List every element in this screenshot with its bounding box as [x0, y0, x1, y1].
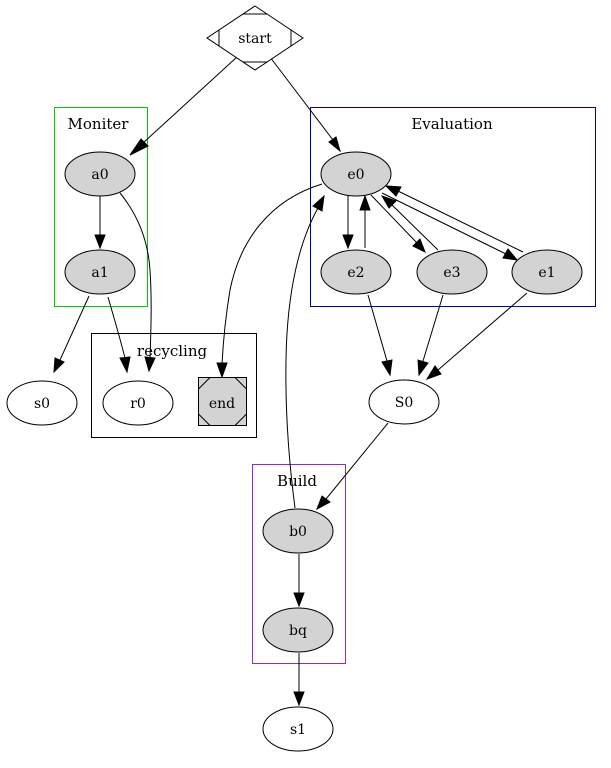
edge-b0-bq	[293, 554, 305, 608]
node-a0[interactable]: a0	[64, 151, 136, 197]
node-r0[interactable]: r0	[102, 380, 174, 426]
edge-e2-e0	[359, 194, 371, 248]
node-start[interactable]: start	[206, 5, 304, 71]
cluster-moniter-border	[54, 107, 148, 307]
edge-e0-e2	[342, 196, 354, 250]
node-end-label: end	[209, 396, 235, 412]
cluster-moniter: Moniter	[54, 107, 148, 307]
node-bq-label: bq	[289, 623, 307, 639]
node-s0-label: s0	[34, 396, 50, 412]
node-e3-label: e3	[443, 265, 460, 281]
cluster-moniter-label: Moniter	[68, 115, 130, 133]
edge-e0-e3	[370, 194, 426, 254]
edge-start-a0	[129, 56, 238, 156]
edge-a0-r0	[119, 192, 156, 373]
edges	[53, 56, 528, 707]
cluster-evaluation-border	[310, 107, 596, 307]
node-bq[interactable]: bq	[262, 607, 334, 653]
node-b0-label: b0	[289, 524, 307, 540]
cluster-evaluation-label: Evaluation	[411, 115, 493, 133]
edge-e1-e0	[384, 185, 524, 253]
cluster-evaluation: Evaluation	[310, 107, 596, 307]
node-e1-label: e1	[538, 265, 555, 281]
edge-e1-S0	[425, 292, 528, 380]
edge-start-e0	[269, 56, 341, 153]
edge-a1-r0	[107, 296, 131, 374]
edge-e2-S0	[367, 294, 393, 377]
node-e2[interactable]: e2	[320, 249, 392, 295]
node-e0[interactable]: e0	[320, 151, 392, 197]
edge-bq-s1	[293, 653, 305, 707]
edge-a1-s0	[53, 295, 90, 374]
edge-e3-S0	[417, 294, 444, 377]
node-b0[interactable]: b0	[262, 508, 334, 554]
node-e1[interactable]: e1	[511, 249, 583, 295]
edge-a0-a1	[94, 196, 106, 250]
edge-S0-b0	[316, 422, 389, 511]
edge-e0-e1	[381, 192, 519, 261]
node-e3[interactable]: e3	[416, 249, 488, 295]
node-s0[interactable]: s0	[6, 380, 78, 426]
edge-b0-e0	[285, 194, 325, 509]
node-end[interactable]: end	[198, 377, 247, 426]
node-e0-label: e0	[347, 167, 364, 183]
node-a0-label: a0	[91, 167, 108, 183]
node-S0-label: S0	[395, 395, 414, 411]
cluster-recycling-border	[91, 333, 257, 438]
cluster-recycling-label: recycling	[137, 342, 208, 360]
node-e2-label: e2	[347, 265, 364, 281]
cluster-build-label: Build	[277, 472, 317, 490]
node-s1[interactable]: s1	[262, 706, 334, 752]
node-S0[interactable]: S0	[368, 379, 440, 425]
node-a1[interactable]: a1	[64, 249, 136, 295]
node-start-label: start	[238, 31, 272, 47]
node-r0-label: r0	[130, 396, 146, 412]
edge-e0-end	[216, 183, 323, 379]
node-a1-label: a1	[91, 265, 108, 281]
cluster-recycling: recycling	[91, 333, 257, 438]
node-s1-label: s1	[290, 722, 306, 738]
edge-e3-e0	[380, 195, 439, 251]
nodes: start a0 a1 e0 e2 e3 e1 s0	[6, 5, 583, 752]
